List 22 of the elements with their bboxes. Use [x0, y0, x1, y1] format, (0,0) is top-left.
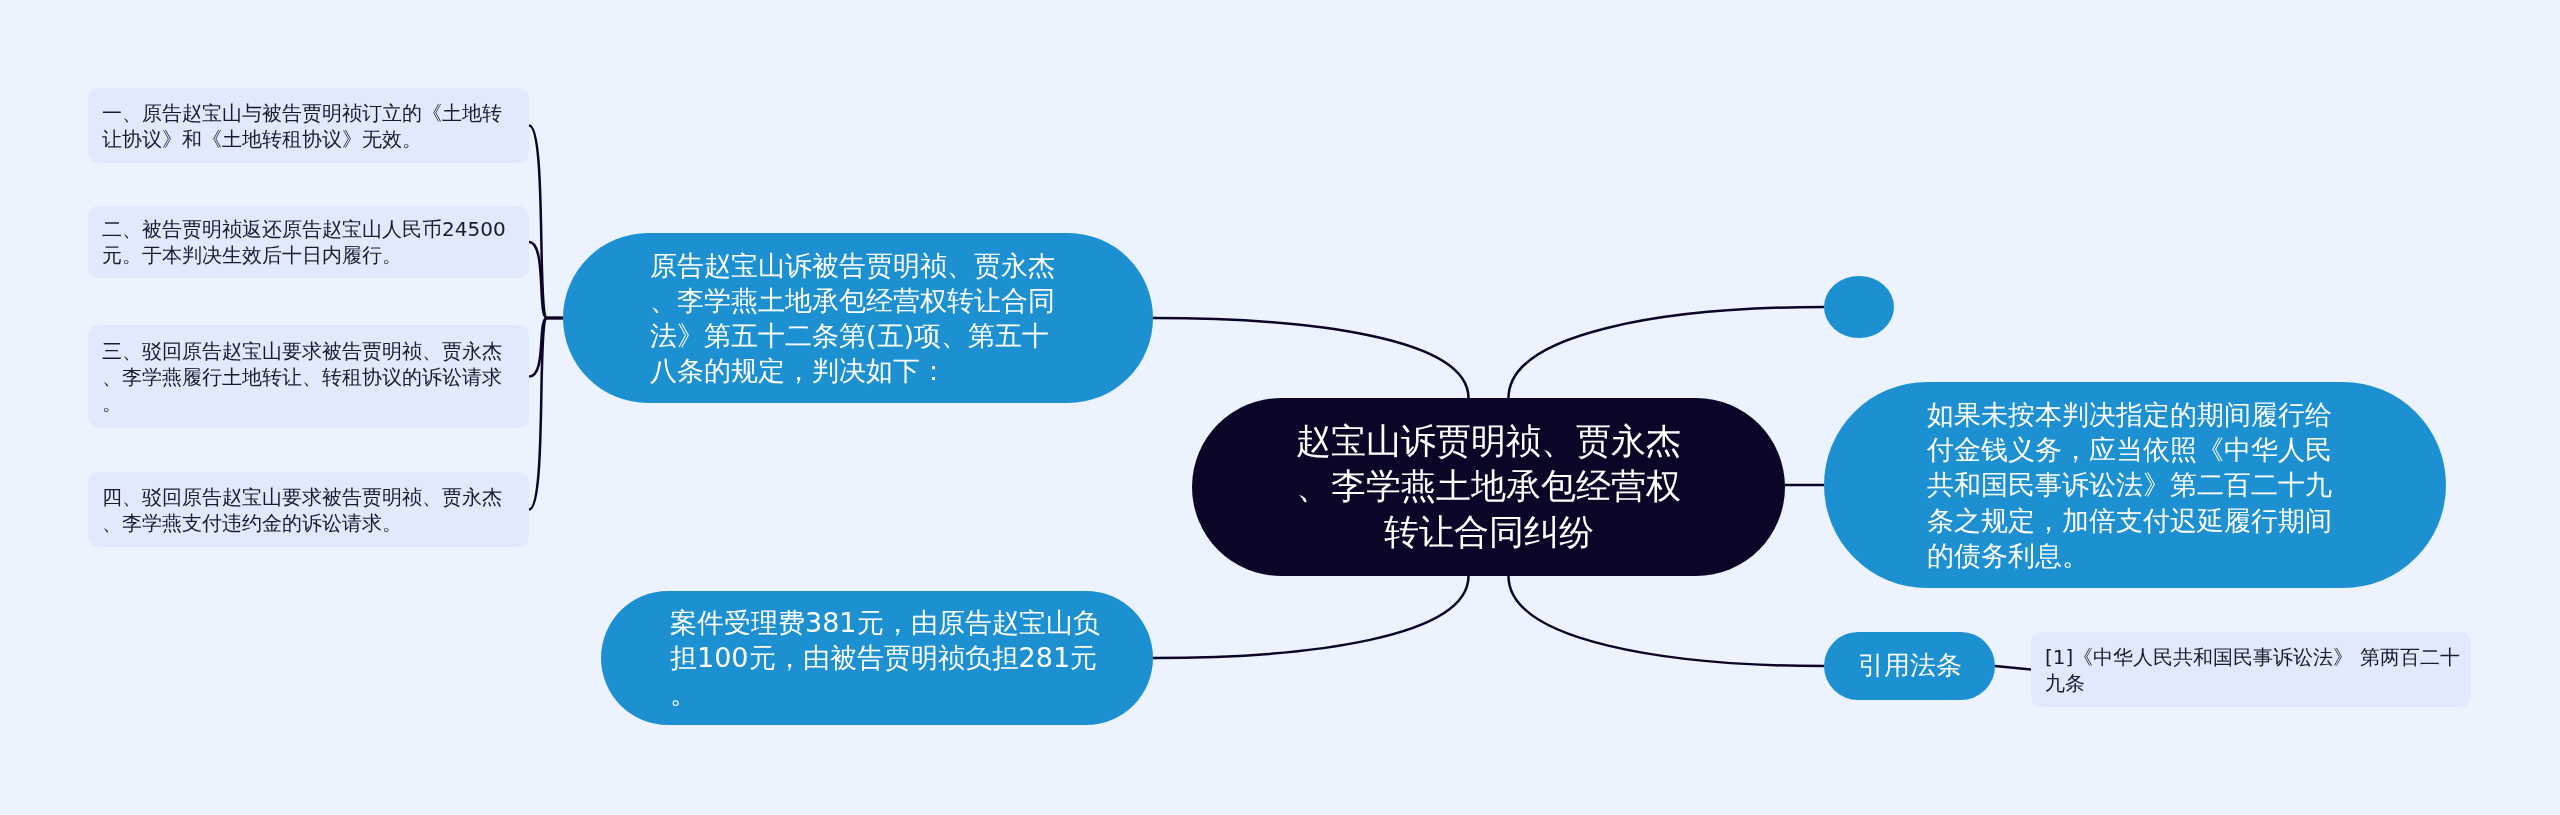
connector-line — [1994, 664, 2032, 671]
node-text: 赵宝山诉贾明祯、贾永杰、李学燕土地承包经营权转让合同纠纷 — [1295, 419, 1682, 554]
node-text: 案件受理费381元，由原告赵宝山负担100元，由被告贾明祯负担281元。 — [670, 606, 1101, 711]
node-text: 如果未按本判决指定的期间履行给付金钱义务，应当依照《中华人民共和国民事诉讼法》第二百二十九条之规定，加倍支付迟延履行期间的债务利息。 — [1927, 398, 2333, 573]
note-card — [88, 325, 529, 428]
node-text: 原告赵宝山诉被告贾明祯、贾永杰、李学燕土地承包经营权转让合同法》第五十二条第(五)项、第五十八条的规定，判决如下： — [650, 248, 1056, 389]
node-text: 三、驳回原告赵宝山要求被告贾明祯、贾永杰、李学燕履行土地转让、转租协议的诉讼请求。 — [102, 337, 503, 416]
node-text: [1]《中华人民共和国民事诉讼法》 第两百二十九条 — [2045, 643, 2461, 696]
note-card — [88, 88, 529, 163]
node-text: 二、被告贾明祯返还原告赵宝山人民币24500元。于本判决生效后十日内履行。 — [102, 216, 507, 268]
connector-line — [1153, 575, 1470, 660]
node-text: 引用法条 — [1856, 649, 1963, 683]
note-card — [88, 472, 529, 547]
note-card — [88, 206, 529, 278]
connector-line — [1507, 305, 1824, 399]
connector-line — [1507, 575, 1824, 668]
connector-line — [1785, 483, 1824, 487]
node-text: 一、原告赵宝山与被告贾明祯订立的《土地转让协议》和《土地转租协议》无效。 — [102, 99, 503, 152]
connector-line — [1153, 316, 1470, 399]
node-text: 四、驳回原告赵宝山要求被告贾明祯、贾永杰、李学燕支付违约金的诉讼请求。 — [102, 483, 503, 536]
connector-line — [528, 316, 563, 511]
note-card — [2031, 632, 2471, 707]
